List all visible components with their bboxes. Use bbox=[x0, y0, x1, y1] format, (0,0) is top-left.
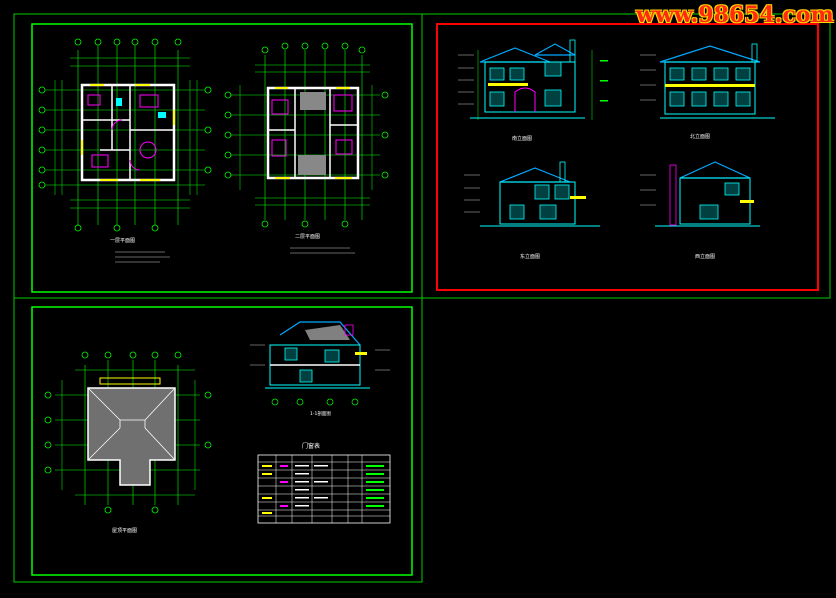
plan2-dimension-lines bbox=[239, 64, 373, 206]
plan2-furniture bbox=[271, 94, 353, 157]
plan1-axis-bubbles bbox=[38, 38, 212, 232]
sheet3-inner-border bbox=[31, 306, 413, 576]
sheet3-outer-border bbox=[13, 297, 423, 583]
plan1-furniture-and-doors bbox=[87, 94, 159, 171]
schedule-title: 门窗表 bbox=[302, 442, 320, 450]
plan1-title: 一层平面图 bbox=[110, 238, 135, 244]
sheet1-outer-border bbox=[13, 13, 423, 299]
plan1-exterior-wall bbox=[80, 83, 176, 182]
plan2-notes bbox=[290, 247, 355, 254]
section-title: 1-1剖面图 bbox=[310, 410, 331, 417]
plan1-interior-walls bbox=[82, 85, 174, 180]
south-elevation-title: 南立面图 bbox=[512, 135, 532, 142]
plan1-fixtures bbox=[116, 98, 166, 118]
plan1-grid-lines bbox=[45, 45, 205, 225]
plan2-title: 二层平面图 bbox=[295, 234, 320, 240]
west-elevation-title: 西立面图 bbox=[695, 253, 715, 260]
east-elevation-title: 东立面图 bbox=[520, 253, 540, 260]
plan1-dimension-lines bbox=[54, 57, 198, 209]
floor-plan-1: 一层平面图 bbox=[38, 38, 212, 263]
north-elevation-title: 北立面图 bbox=[690, 133, 710, 140]
plan2-windows bbox=[275, 87, 352, 179]
elevation-east: 东立面图 bbox=[464, 161, 600, 260]
roof-plan-title: 屋顶平面图 bbox=[112, 528, 137, 534]
plan1-windows bbox=[81, 84, 175, 181]
plan2-void-hatch bbox=[300, 92, 326, 110]
plan2-balcony-hatch bbox=[298, 155, 326, 175]
sheet2-outer-border bbox=[421, 13, 831, 299]
elevation-north: 北立面图 bbox=[640, 43, 775, 140]
roof-plan: 屋顶平面图 bbox=[44, 351, 212, 534]
watermark: www.98654.com bbox=[636, 2, 834, 28]
plan2-interior-walls bbox=[268, 88, 358, 178]
plan2-exterior-wall bbox=[266, 86, 360, 180]
section-1-1: 1-1剖面图 bbox=[250, 321, 390, 417]
plan2-axis-bubbles bbox=[224, 42, 389, 228]
door-window-schedule: 门窗表 bbox=[257, 442, 391, 524]
sheet2-highlight-border bbox=[436, 23, 819, 291]
elevation-south: 南立面图 bbox=[458, 39, 608, 142]
elevation-west: 西立面图 bbox=[640, 161, 760, 260]
floor-plan-2: 二层平面图 bbox=[224, 42, 389, 254]
sheet1-inner-border bbox=[31, 23, 413, 293]
plan1-notes bbox=[115, 251, 170, 263]
sheet-borders bbox=[13, 13, 831, 583]
